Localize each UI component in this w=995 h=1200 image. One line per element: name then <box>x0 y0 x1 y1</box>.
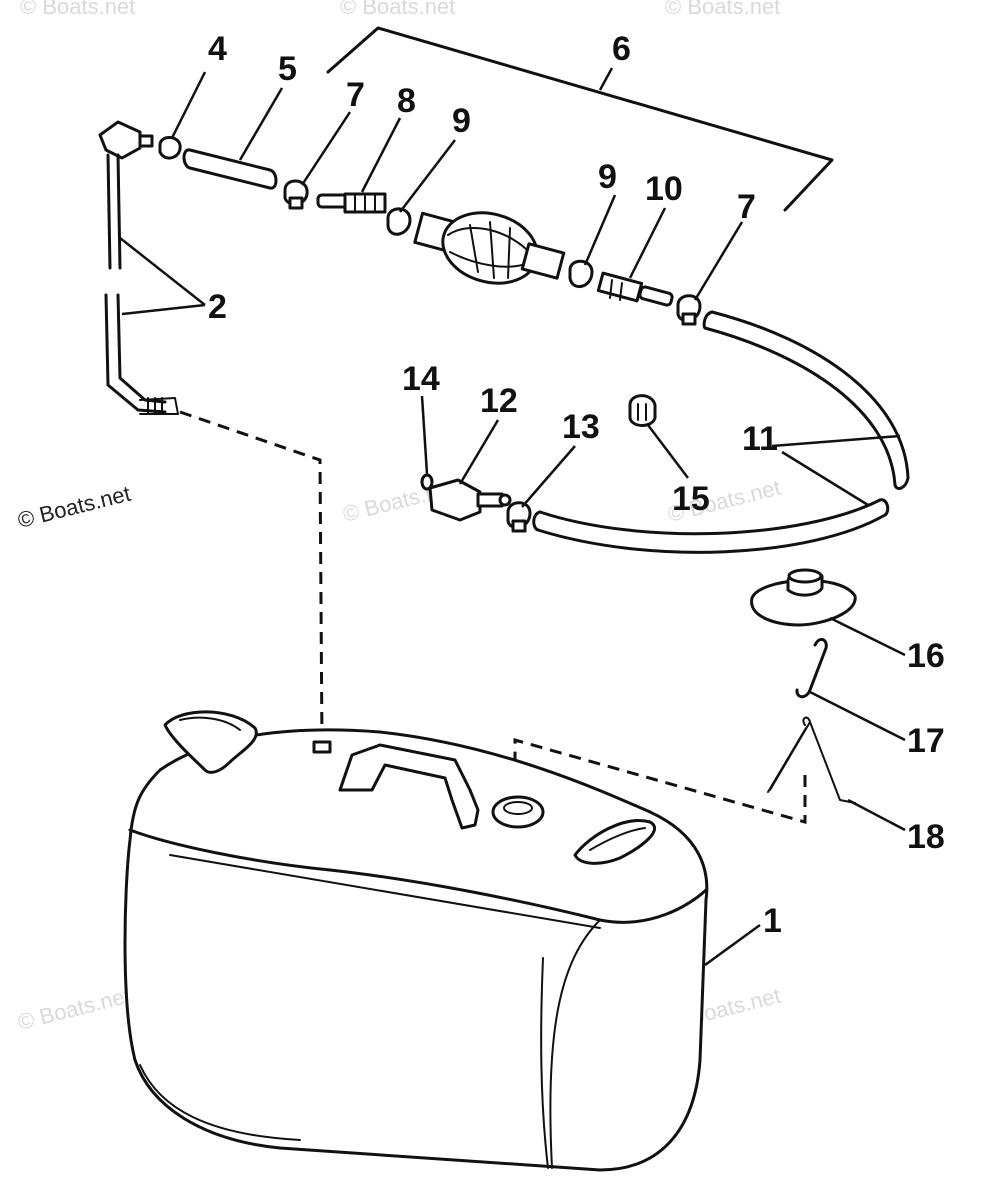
cap-15 <box>628 394 657 427</box>
clip-9a <box>386 207 412 236</box>
watermark-bottom-left: © Boats.net <box>15 983 133 1035</box>
clip-4 <box>158 136 182 160</box>
tube-to-tank-dashline <box>179 410 324 746</box>
leader-11a <box>771 434 901 448</box>
callout-17: 17 <box>907 722 945 760</box>
hook-17 <box>795 637 828 699</box>
callout-9a: 9 <box>452 102 471 140</box>
callout-7a: 7 <box>346 76 365 114</box>
leader-11b <box>781 450 869 507</box>
filler-cap-16 <box>750 568 857 627</box>
leader-7a <box>300 111 352 186</box>
leader-12 <box>458 419 500 485</box>
callout-18: 18 <box>907 818 945 856</box>
leader-13 <box>521 445 576 508</box>
leader-1 <box>704 923 761 967</box>
callout-16: 16 <box>907 637 945 675</box>
leader-6 <box>598 67 614 91</box>
hose-5 <box>182 148 278 190</box>
watermark-top-left: © Boats.net <box>20 0 135 19</box>
callout-13: 13 <box>562 408 600 446</box>
callouts: 4 5 7 8 9 6 9 10 7 2 14 12 13 11 15 16 1… <box>208 30 945 940</box>
callout-12: 12 <box>480 382 518 420</box>
fuel-hose-11 <box>532 310 910 554</box>
leader-2a <box>119 237 206 306</box>
leader-18 <box>847 798 906 832</box>
filler-dashline <box>513 738 807 824</box>
hose-clamp-7a <box>283 179 309 210</box>
bracket-6 <box>326 26 834 212</box>
callout-14: 14 <box>402 360 440 398</box>
callout-7b: 7 <box>737 188 756 226</box>
tank-vent <box>312 740 332 754</box>
callout-4: 4 <box>208 30 227 68</box>
callout-8: 8 <box>397 82 416 120</box>
leader-14 <box>420 395 429 475</box>
watermark-top-center: © Boats.net <box>340 0 455 19</box>
o-ring-14 <box>420 473 434 491</box>
callout-15: 15 <box>672 480 710 518</box>
leader-2b <box>121 303 206 316</box>
pickup-tube <box>98 120 179 415</box>
clip-9b <box>568 259 594 288</box>
callout-5: 5 <box>278 50 297 88</box>
leader-9b <box>583 194 617 266</box>
hose-clamp-7b <box>676 294 702 326</box>
callout-10: 10 <box>645 170 683 208</box>
watermark-top-right: © Boats.net <box>665 0 780 19</box>
leader-7b <box>693 221 744 301</box>
clip-18 <box>767 716 856 804</box>
leader-17 <box>809 690 906 742</box>
leader-5 <box>238 87 284 161</box>
leader-8 <box>360 117 402 193</box>
fitting-8 <box>316 192 387 214</box>
connector-12 <box>428 478 512 522</box>
leader-9a <box>399 139 456 213</box>
callout-9b: 9 <box>598 158 617 196</box>
callout-1: 1 <box>763 902 782 940</box>
callout-2: 2 <box>208 288 227 326</box>
leader-10 <box>628 207 667 279</box>
fitting-10 <box>596 271 674 307</box>
leader-4 <box>170 71 207 139</box>
watermark-main: © Boats.net <box>15 481 133 533</box>
callout-6: 6 <box>612 30 631 68</box>
callout-11: 11 <box>742 420 778 458</box>
hose-clamp-13 <box>506 501 532 533</box>
fuel-tank-1 <box>123 710 709 1172</box>
primer-bulb <box>413 211 566 285</box>
leader-16 <box>829 616 906 657</box>
leader-15 <box>647 424 689 479</box>
